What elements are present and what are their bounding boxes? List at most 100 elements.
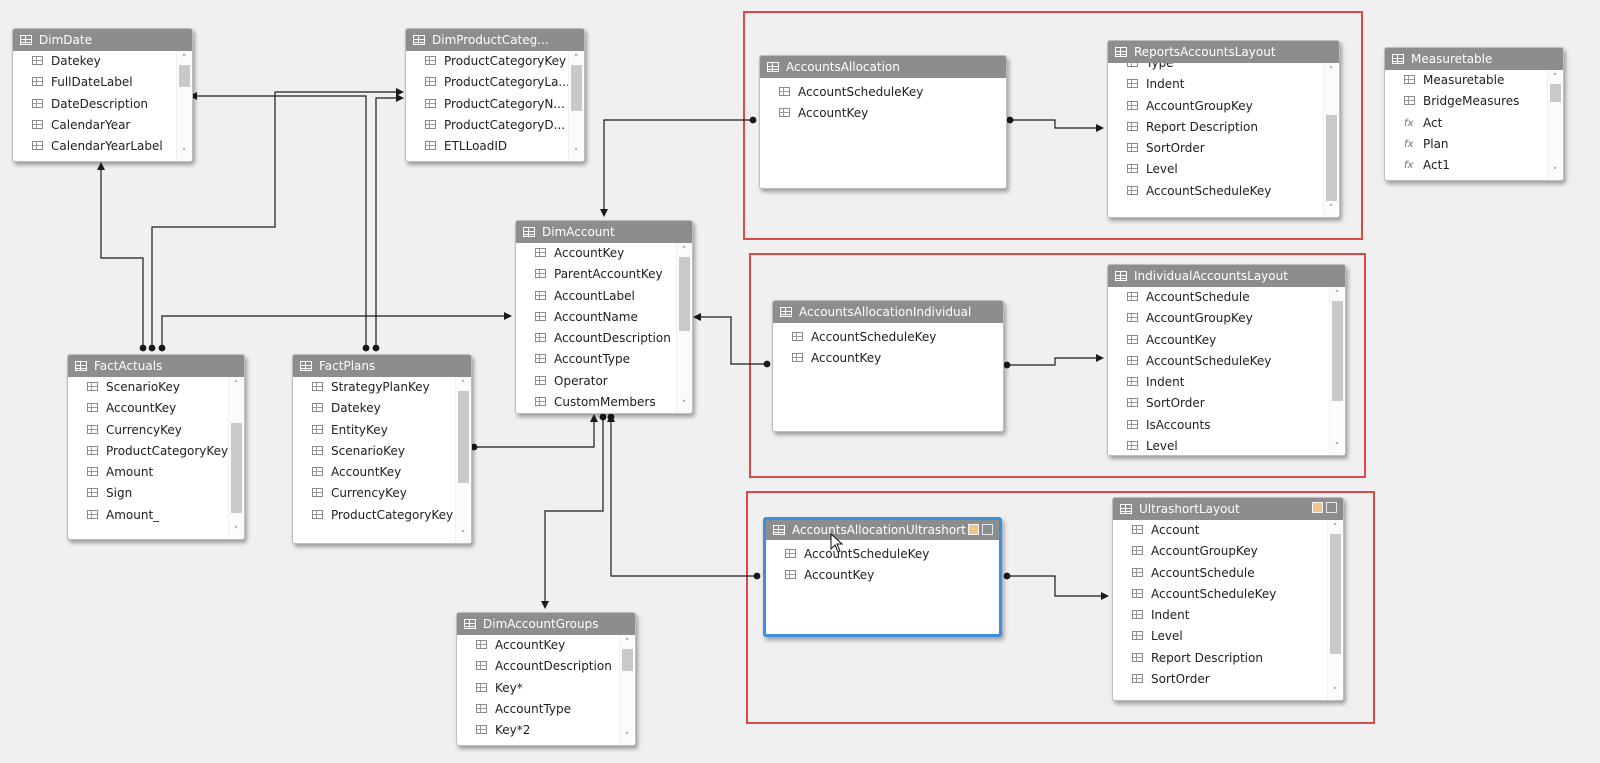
scroll-up-icon[interactable]: ˄ — [181, 54, 187, 64]
scroll-down-icon[interactable]: ˅ — [1552, 167, 1558, 177]
scrollbar-thumb[interactable] — [1332, 301, 1343, 401]
field-row[interactable]: CalendarYearLabel — [13, 136, 192, 157]
field-row[interactable]: Indent — [1108, 74, 1339, 95]
field-row[interactable]: Operator — [516, 371, 692, 392]
field-row[interactable]: ProductCategoryKey — [293, 505, 471, 526]
field-row[interactable]: AccountGroupKey — [1108, 308, 1345, 329]
field-row[interactable]: AccountSchedule — [1113, 563, 1343, 584]
scroll-down-icon[interactable]: ˅ — [624, 732, 630, 742]
field-row[interactable]: AccountScheduleKey — [773, 327, 1003, 348]
field-row[interactable]: ProductCategoryN... — [406, 94, 584, 115]
scroll-up-icon[interactable]: ˄ — [233, 380, 239, 390]
table-header[interactable]: IndividualAccountsLayout — [1108, 265, 1345, 287]
field-row[interactable]: ProductCategoryKey — [406, 51, 584, 72]
field-row[interactable]: AccountLabel — [516, 286, 692, 307]
field-row[interactable]: ScenarioKey — [68, 377, 244, 398]
field-row[interactable]: CalendarYear — [13, 115, 192, 136]
field-row[interactable]: AccountKey — [68, 398, 244, 419]
scrollbar[interactable]: ˄˅ — [676, 243, 691, 413]
table-header[interactable]: DimAccount — [516, 221, 692, 243]
field-row[interactable]: AccountKey — [760, 103, 1006, 124]
scrollbar[interactable]: ˄˅ — [176, 51, 191, 161]
scrollbar-thumb[interactable] — [571, 65, 582, 111]
field-row[interactable]: IsAccounts — [1108, 415, 1345, 436]
restore-icon[interactable] — [968, 524, 979, 535]
scrollbar-thumb[interactable] — [458, 391, 469, 483]
field-row[interactable]: SortOrder — [1108, 393, 1345, 414]
field-row[interactable]: AccountSchedule — [1108, 287, 1345, 308]
field-row[interactable]: ProductCategoryKey — [68, 441, 244, 462]
field-row[interactable]: AccountKey — [293, 462, 471, 483]
scroll-down-icon[interactable]: ˅ — [681, 400, 687, 410]
field-row[interactable]: ParentAccountKey — [516, 264, 692, 285]
table-header[interactable]: DimDate — [13, 29, 192, 51]
table-header[interactable]: Measuretable — [1385, 48, 1563, 70]
field-row[interactable]: AccountKey — [457, 635, 635, 656]
table-header[interactable]: AccountsAllocationUltrashort — [766, 520, 999, 540]
scrollbar-thumb[interactable] — [679, 257, 690, 331]
field-row[interactable]: AccountKey — [516, 243, 692, 264]
field-row[interactable]: SortOrder — [1108, 138, 1339, 159]
scroll-down-icon[interactable]: ˅ — [1328, 204, 1334, 214]
table-header[interactable]: FactPlans — [293, 355, 471, 377]
field-row[interactable]: AccountGroupKey — [1113, 541, 1343, 562]
field-row[interactable]: Level — [1113, 626, 1343, 647]
field-row[interactable]: AccountScheduleKey — [766, 544, 999, 565]
table-header[interactable]: DimAccountGroups — [457, 613, 635, 635]
scrollbar[interactable]: ˄˅ — [228, 377, 243, 539]
scrollbar-thumb[interactable] — [622, 649, 633, 671]
field-row[interactable]: AccountType — [457, 699, 635, 720]
field-row[interactable]: Sign — [68, 483, 244, 504]
field-row[interactable]: ProductCategoryD... — [406, 115, 584, 136]
scrollbar[interactable]: ˄˅ — [455, 377, 470, 543]
field-row[interactable]: CurrencyKey — [293, 483, 471, 504]
scrollbar[interactable]: ˄˅ — [1323, 63, 1338, 217]
field-row[interactable]: Key*2 — [457, 720, 635, 741]
field-row[interactable]: Indent — [1113, 605, 1343, 626]
scroll-down-icon[interactable]: ˅ — [233, 526, 239, 536]
field-row[interactable]: AccountKey — [1108, 330, 1345, 351]
field-row[interactable]: CustomMembers — [516, 392, 692, 413]
field-row[interactable]: AccountGroupKey — [1108, 96, 1339, 117]
field-row[interactable]: Key* — [457, 678, 635, 699]
scroll-down-icon[interactable]: ˅ — [1332, 687, 1338, 697]
scroll-up-icon[interactable]: ˄ — [1552, 73, 1558, 83]
scrollbar[interactable]: ˄˅ — [568, 51, 583, 161]
field-row[interactable]: Amount — [68, 462, 244, 483]
table-header[interactable]: ReportsAccountsLayout — [1108, 41, 1339, 63]
field-row[interactable]: Amount_ — [68, 505, 244, 526]
field-row[interactable]: Report Description — [1113, 648, 1343, 669]
field-row[interactable]: FullDateLabel — [13, 72, 192, 93]
table-header[interactable]: DimProductCateg... — [406, 29, 584, 51]
scrollbar-thumb[interactable] — [179, 65, 190, 87]
scroll-down-icon[interactable]: ˅ — [181, 148, 187, 158]
scrollbar-thumb[interactable] — [1326, 115, 1337, 201]
field-row[interactable]: Level — [1108, 159, 1339, 180]
scrollbar[interactable]: ˄˅ — [619, 635, 634, 745]
field-row[interactable]: AccountScheduleKey — [1113, 584, 1343, 605]
field-row[interactable]: Datekey — [13, 51, 192, 72]
field-row[interactable]: Datekey — [293, 398, 471, 419]
field-row[interactable]: AccountKey — [773, 348, 1003, 369]
field-row[interactable]: AccountName — [516, 307, 692, 328]
scroll-down-icon[interactable]: ˅ — [1334, 442, 1340, 452]
scroll-up-icon[interactable]: ˄ — [460, 380, 466, 390]
table-header[interactable]: AccountsAllocationIndividual — [773, 301, 1003, 323]
